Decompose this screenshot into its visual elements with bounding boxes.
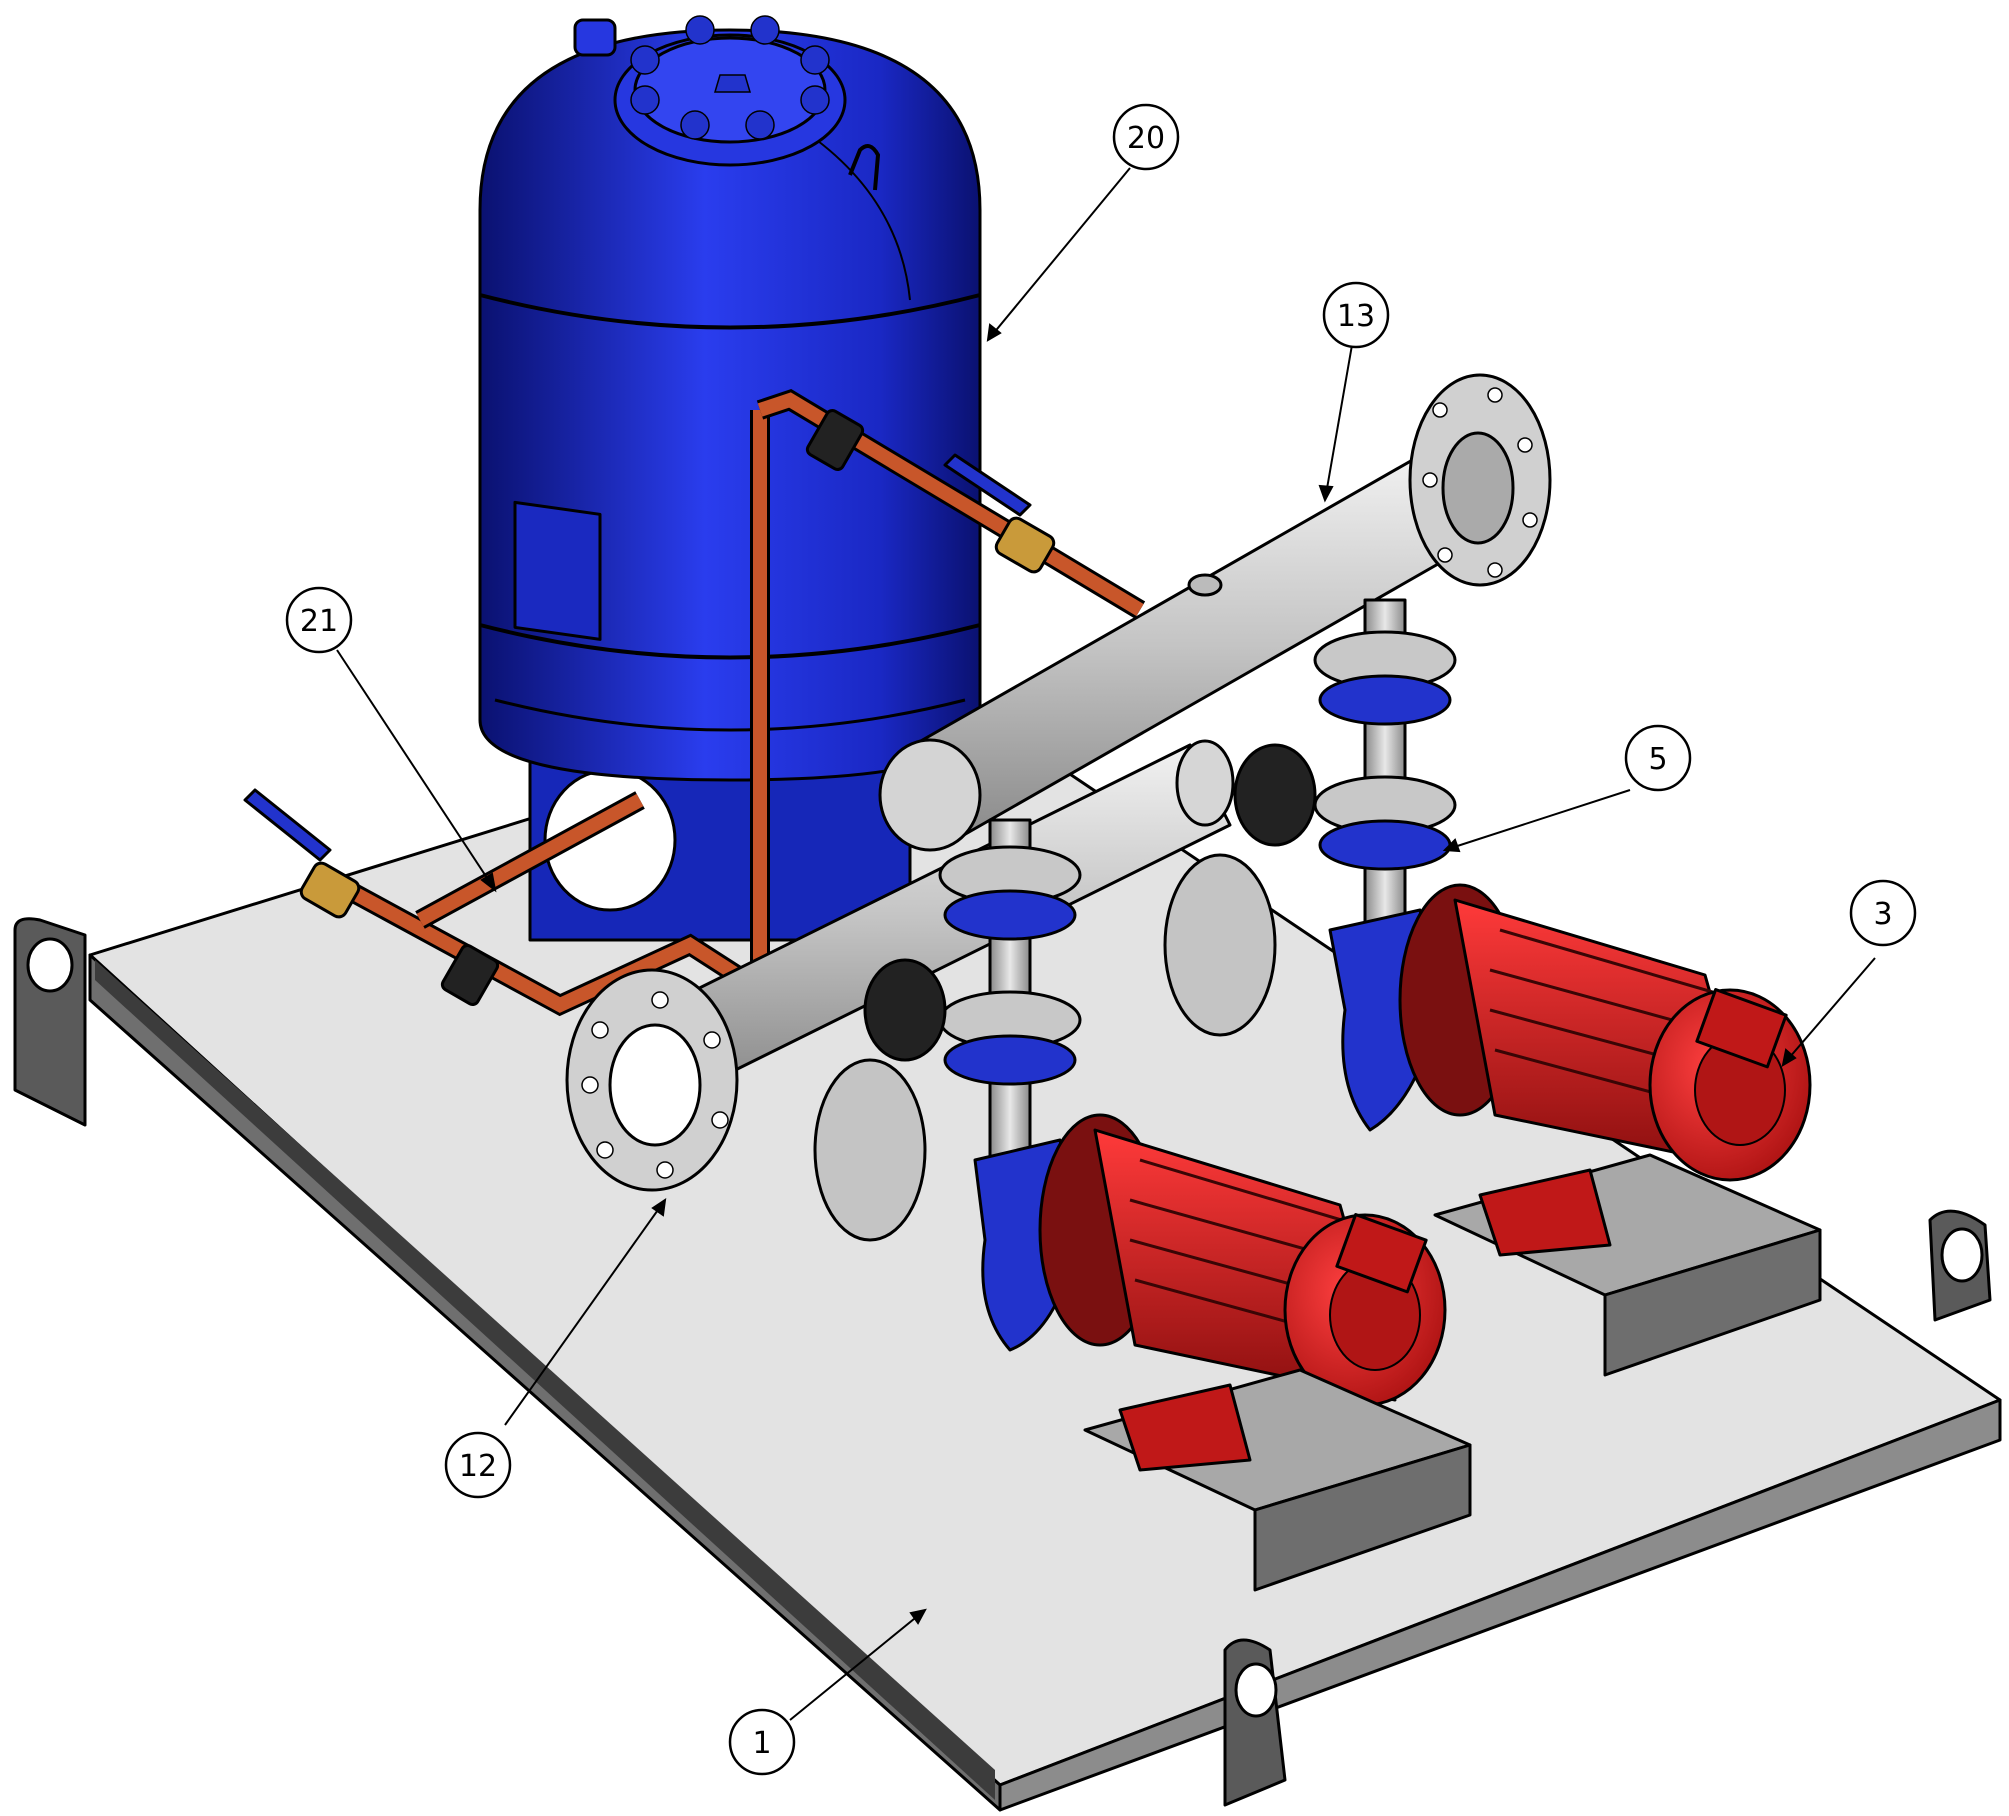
callout-1-label: 1: [752, 1726, 771, 1761]
terminal-box-rear: [1695, 988, 1788, 1069]
callout-20: 20: [1112, 103, 1180, 171]
terminal-box-front: [1335, 1213, 1428, 1294]
callout-3: 3: [1849, 879, 1917, 947]
union-fitting-upper: [805, 409, 865, 471]
callout-21: 21: [285, 586, 353, 654]
callout-20-label: 20: [1127, 121, 1165, 156]
lifting-lug-left: [13, 917, 87, 1127]
tank-seam-upper: [479, 293, 981, 330]
motor-rear: [1398, 883, 1812, 1182]
leader-21: [336, 649, 496, 891]
callout-3-label: 3: [1873, 897, 1892, 932]
pump-set-front: [813, 818, 1472, 1592]
ball-valve-upper: [943, 453, 1056, 574]
discharge-header: [878, 373, 1552, 852]
tank-seam-lower: [479, 623, 981, 660]
suction-flange-pump-rear: [1163, 853, 1277, 1037]
leader-3: [1782, 957, 1876, 1066]
base-front-channel: [95, 960, 995, 1800]
leader-12: [504, 1199, 666, 1426]
tank-seam-bottom: [494, 698, 966, 732]
lifting-lug-right: [1928, 1209, 1992, 1322]
suction-header: [565, 739, 1235, 1192]
leader-lines: [336, 167, 1876, 1721]
discharge-flange: [1408, 373, 1552, 587]
check-valve-rear: [1313, 630, 1457, 871]
callout-balloons: 20 13 21 5 3 12 1: [285, 103, 1917, 1776]
callout-12-label: 12: [459, 1449, 497, 1484]
motor-stand-front: [1083, 1368, 1472, 1592]
gate-valve-front: [863, 958, 947, 1062]
discharge-pipe-end-cap: [878, 738, 982, 852]
suction-flange: [565, 968, 739, 1192]
callout-5-label: 5: [1648, 742, 1667, 777]
gate-valve-rear: [1233, 743, 1317, 847]
tank-weld-line: [809, 134, 911, 301]
motor-stand-rear: [1433, 1153, 1822, 1377]
ball-valve-lower: [243, 788, 361, 919]
callout-13: 13: [1322, 281, 1390, 349]
manway-bolts: [630, 15, 830, 140]
discharge-port: [1187, 573, 1223, 597]
callout-13-label: 13: [1337, 299, 1375, 334]
lifting-lug-front: [1223, 1638, 1287, 1807]
tank-lifting-eye: [848, 144, 881, 191]
leader-13: [1324, 344, 1353, 501]
manway-plug: [713, 74, 752, 93]
callout-12: 12: [444, 1431, 512, 1499]
valve-handle-upper: [943, 453, 1032, 517]
union-fitting-lower: [440, 944, 500, 1006]
callout-21-label: 21: [300, 604, 338, 639]
valve-handle-lower: [243, 788, 332, 862]
leader-20: [987, 167, 1131, 341]
callout-5: 5: [1624, 724, 1692, 792]
leader-1: [789, 1609, 926, 1721]
callout-1: 1: [728, 1708, 796, 1776]
pump-set-rear: [1163, 598, 1822, 1377]
leader-5: [1444, 789, 1631, 851]
suction-flange-pump-front: [813, 1058, 927, 1242]
tank-vent-stub: [573, 18, 617, 57]
check-valve-front: [938, 845, 1082, 1086]
nameplate: [513, 500, 602, 641]
motor-front: [1038, 1113, 1447, 1407]
suction-pipe-end-cap: [1175, 739, 1235, 827]
